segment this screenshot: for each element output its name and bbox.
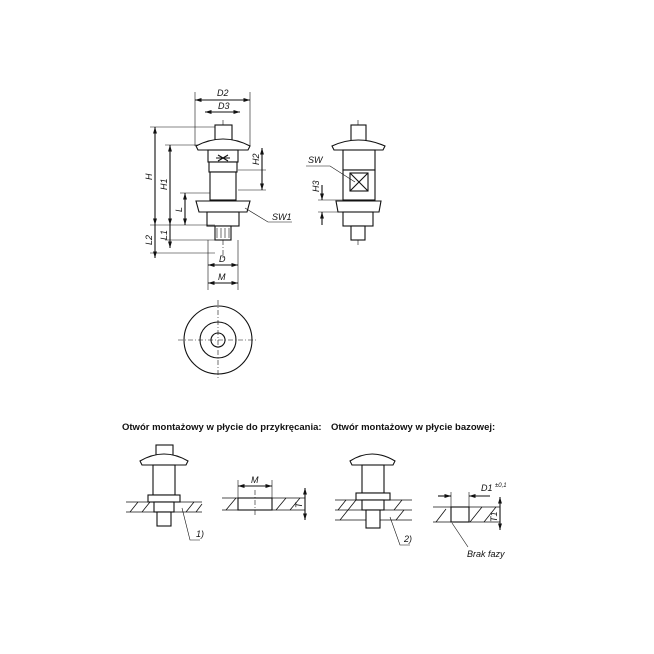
label-no-chamfer: Brak fazy [467,549,505,559]
label-T1: T1 [489,511,499,522]
label-H: H [144,173,154,180]
side-view: SW H3 [306,120,386,245]
note-2: 2) [403,534,412,544]
label-H1: H1 [159,178,169,190]
label-L: L [174,207,184,212]
label-SW: SW [308,155,324,165]
mounting-base-plate: Otwór montażowy w płycie bazowej: 2) D1 … [331,422,507,559]
top-view [178,300,258,380]
label-D1-tolerance: ±0,1 [495,483,507,489]
label-D1: D1 [481,483,493,493]
label-L2: L2 [144,235,154,245]
mounting-base-plate-title: Otwór montażowy w płycie bazowej: [331,422,495,433]
label-T: T [294,501,304,508]
label-D: D [219,254,226,264]
mounting-screw-plate-title: Otwór montażowy w płycie do przykręcania… [122,422,322,433]
label-H3: H3 [311,180,321,192]
label-SW1: SW1 [272,212,292,222]
main-view: D2 D3 H H1 L L2 L1 H2 SW1 D M [144,88,292,290]
label-D3: D3 [218,101,230,111]
mounting-screw-plate: Otwór montażowy w płycie do przykręcania… [122,422,322,541]
note-1: 1) [196,529,204,539]
label-M-hole: M [251,475,259,485]
label-H2: H2 [251,153,261,165]
label-L1: L1 [159,230,169,240]
label-M: M [218,272,226,282]
label-D2: D2 [217,88,229,98]
